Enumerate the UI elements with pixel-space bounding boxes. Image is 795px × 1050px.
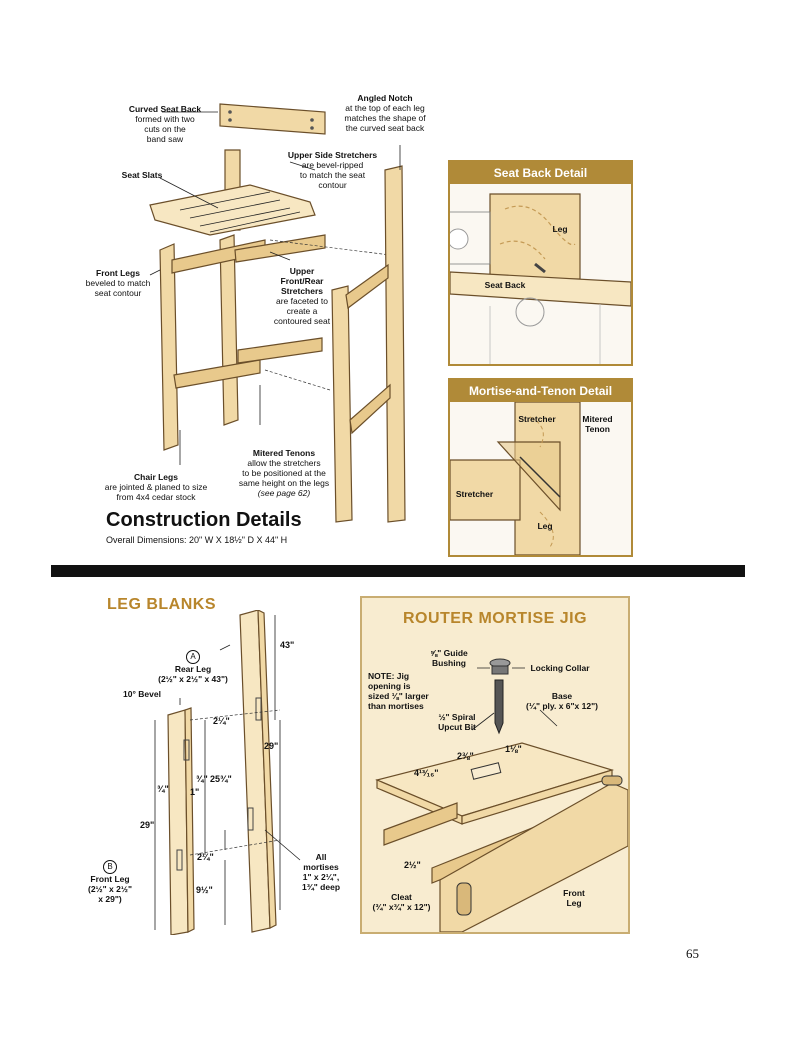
mt-stretcher-top: Stretcher [518,414,556,424]
seat-back-detail-drawing [450,184,631,364]
leg-blanks-drawing [154,610,301,935]
mortise-tenon-detail-panel: Mortise-and-Tenon Detail Stretcher Miter… [448,378,633,557]
router-jig-title: ROUTER MORTISE JIG [402,610,588,627]
chair-exploded-illustration [149,103,406,523]
seat-back-detail-panel: Seat Back Detail Leg Seat Back [448,160,633,366]
dim-29-front: 29" [140,820,155,830]
seat-slats [149,184,316,236]
dim-2-1-4-bottom: 2¼" [197,852,214,862]
router-jig-drawing [375,658,628,932]
dim-25-3-4: 25¾" [210,774,232,784]
jig-dim-2-1-2: 2½" [404,860,421,870]
seat-back-label: Seat Back [484,280,526,290]
rear-leg-marker: A [186,650,200,664]
label-seat-slats: Seat Slats [121,170,163,180]
dim-1: 1" [190,787,200,797]
dim-3-4: ¾" [196,774,208,784]
jig-dim-1-1-8: 1⅛" [505,744,522,754]
page-number: 65 [686,946,699,961]
all-mortises-label: All mortises 1" x 2¼", 1¾" deep [301,852,341,892]
dim-9-1-2: 9½" [196,885,213,895]
front-leg-label: B Front Leg (2½" x 2½" x 29") [88,860,132,904]
seat-back-leg-label: Leg [552,224,568,234]
front-leg-left [159,243,179,451]
bevel-label: 10° Bevel [123,689,161,699]
rear-leg-label: A Rear Leg (2½" x 2½" x 43") [158,650,228,684]
dim-43: 43" [280,640,295,650]
mt-stretcher-left: Stretcher [455,489,494,499]
section-divider [51,565,745,577]
seat-back-detail-title: Seat Back Detail [450,162,631,184]
mortise-tenon-detail-title: Mortise-and-Tenon Detail [450,380,631,402]
jig-dim-4-13-16: 4¹³⁄₁₆" [414,768,439,778]
rear-leg-right [384,165,406,523]
label-front-legs: Front Legs beveled to match seat contour [85,268,151,298]
label-mitered-tenons: Mitered Tenons allow the stretchers to b… [238,448,330,498]
label-chair-legs: Chair Legs are jointed & planed to size … [104,472,208,502]
label-curved-seat-back: Curved Seat Back formed with two cuts on… [128,104,202,144]
label-angled-notch: Angled Notch at the top of each leg matc… [344,93,426,133]
dim-2-1-4-top: 2¼" [213,716,230,726]
label-upper-side-stretchers: Upper Side Stretchers are bevel-ripped t… [287,150,378,190]
jig-dim-2-3-8: 2⅜" [457,751,474,761]
locking-collar-label: Locking Collar [530,663,590,673]
mortise-tenon-drawing [450,402,631,555]
label-upper-front-rear-stretchers: Upper Front/Rear Stretchers are faceted … [273,266,331,326]
mt-leg: Leg [537,521,553,531]
dim-3-4-side: ¾" [157,784,169,794]
dim-29-rear: 29" [264,741,279,751]
overall-dimensions: Overall Dimensions: 20" W X 18½" D X 44"… [106,535,288,545]
base-label: Base(¼" ply. x 6"x 12") [526,691,598,711]
curved-seat-back [219,103,326,135]
leg-blanks-title: LEG BLANKS [107,596,216,613]
construction-title: Construction Details [106,509,302,531]
cleat-label: Cleat(¾" x¾" x 12") [372,892,431,912]
front-leg-marker: B [103,860,117,874]
